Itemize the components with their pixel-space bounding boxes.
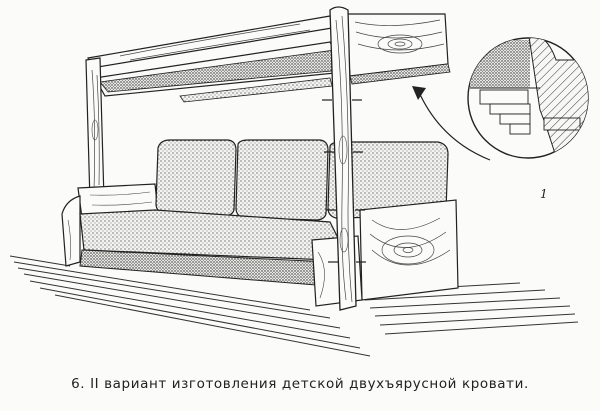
bunk-bed-illustration: 1: [9, 6, 589, 357]
sofa-seat: [79, 209, 341, 287]
figure-caption: 6. II вариант изготовления детской двухъ…: [71, 376, 529, 392]
right-front-post: [322, 6, 366, 311]
upper-bunk: [87, 15, 346, 103]
detail-callout: 1: [412, 37, 589, 201]
sofa-left-arm: [61, 195, 81, 267]
sofa-backrest: [77, 139, 449, 221]
callout-number: 1: [540, 187, 548, 201]
upper-end-board: [344, 13, 451, 85]
left-post: [85, 57, 105, 203]
